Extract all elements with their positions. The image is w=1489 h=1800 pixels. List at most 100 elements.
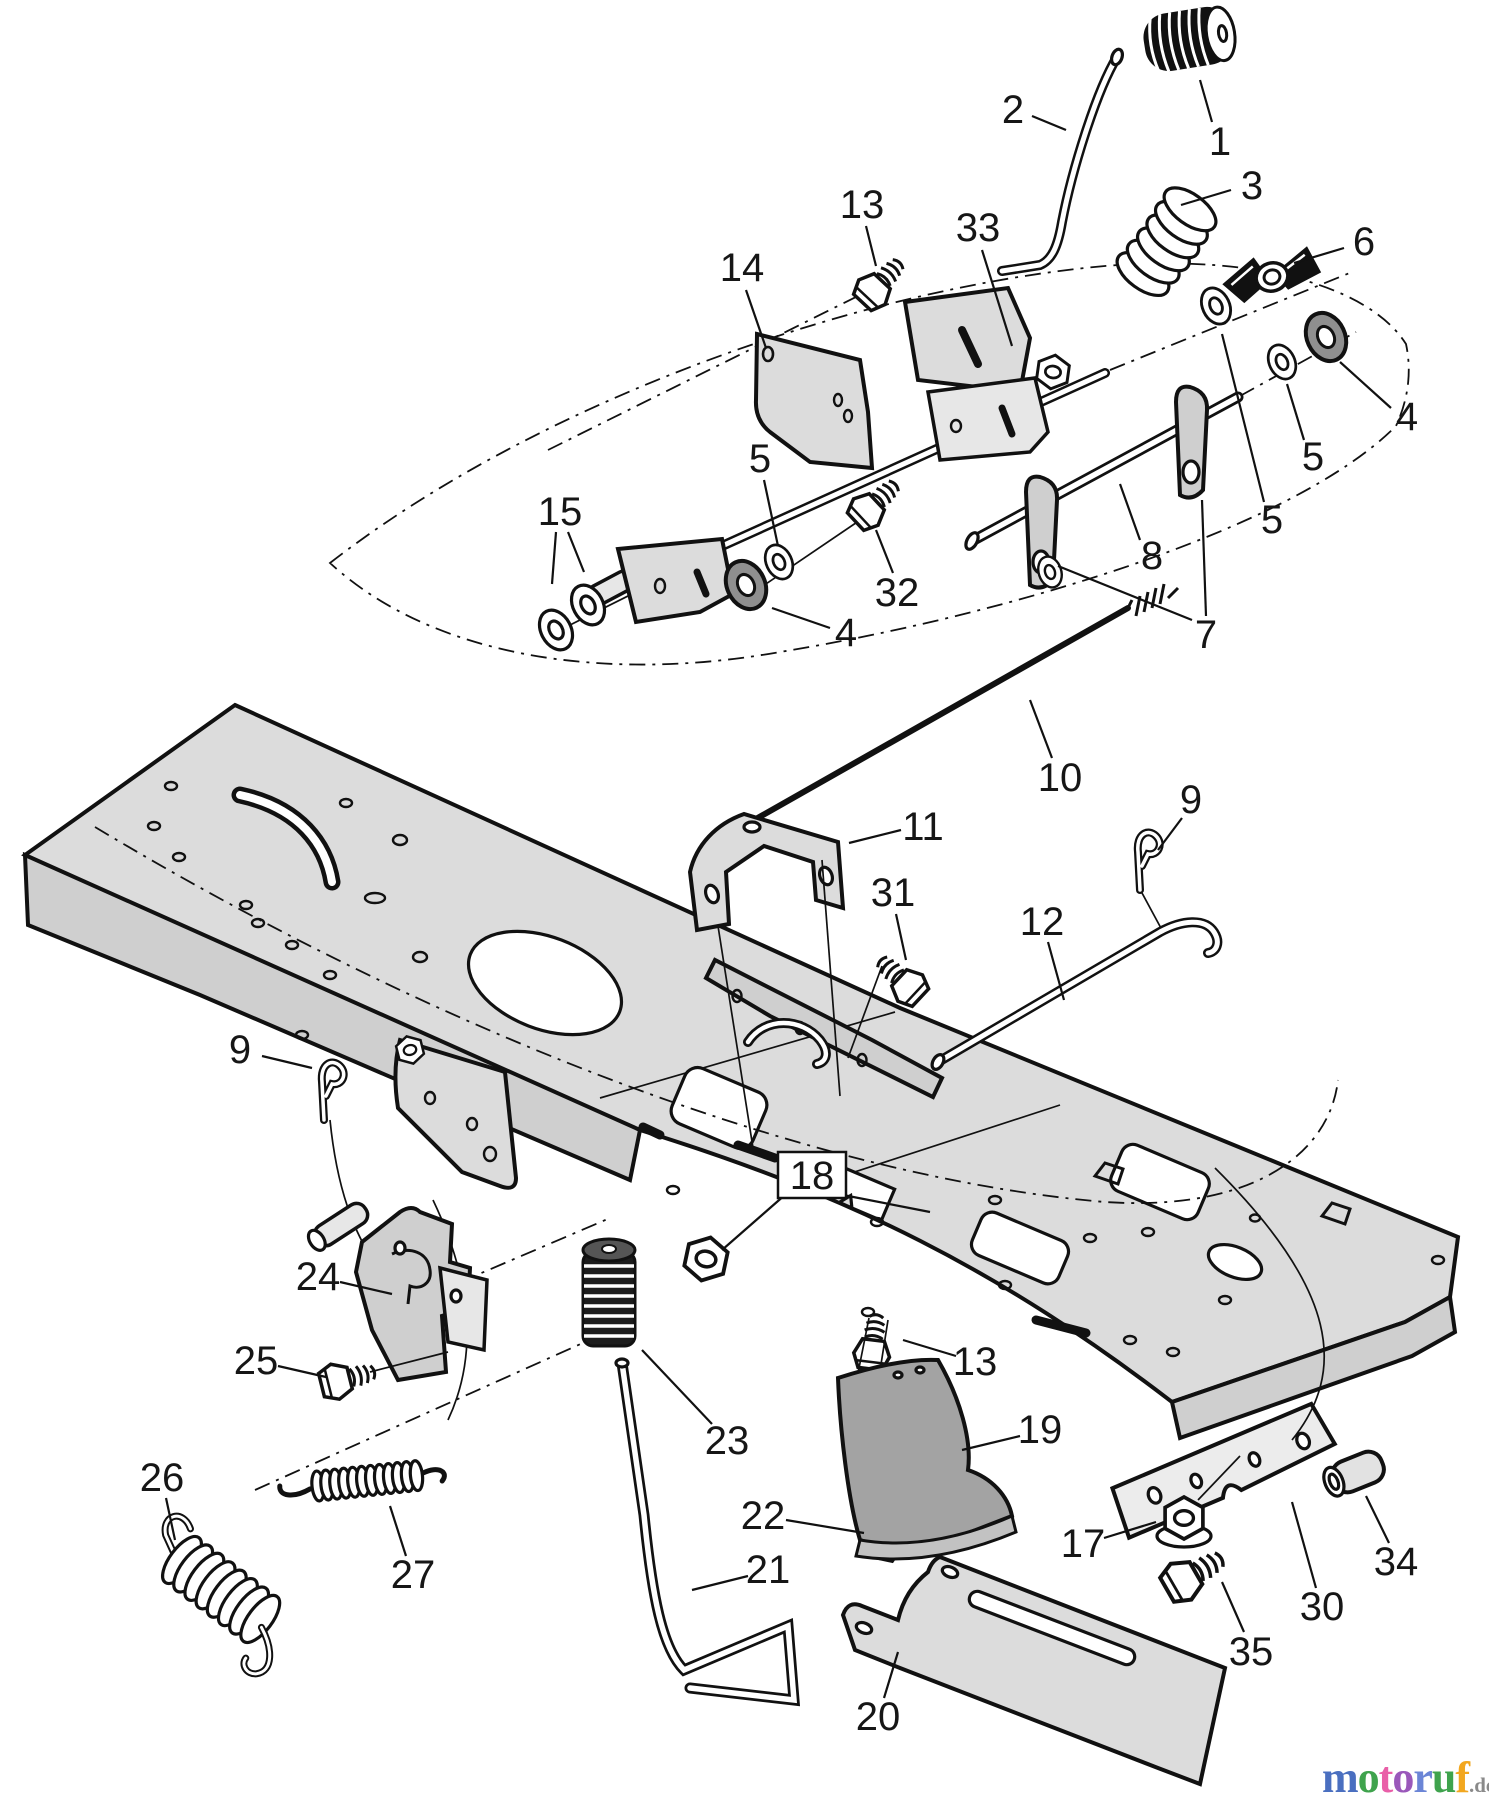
part-callout-22-26: 22 [741,1494,786,1538]
watermark-letter-o: o [1392,1753,1414,1800]
part-callout-26-28: 26 [140,1456,185,1500]
callout-leader-15 [566,531,586,573]
part-callout-15-8: 15 [538,490,583,534]
part-callout-7-15: 7 [1195,613,1217,657]
part-skid-plate-20 [840,1554,1228,1787]
callout-leader-33 [980,249,1014,347]
part-callout-8-14: 8 [1141,534,1163,578]
callout-leader-18 [837,1192,931,1214]
watermark-suffix: .de [1468,1773,1489,1797]
callout-leader-9 [261,1054,313,1070]
watermark-logo: motoruf.de [1322,1752,1489,1800]
watermark-letter-r: r [1413,1753,1433,1800]
callout-leader-17 [1103,1520,1157,1540]
callout-leader-7 [1200,499,1208,617]
part-center-bracket-strip [703,957,945,1100]
callout-leader-3 [1180,188,1232,207]
part-callout-32-10: 32 [875,571,920,615]
part-callout-5-7: 5 [749,437,771,481]
part-callout-23-25: 23 [705,1419,750,1463]
part-callout-27-29: 27 [391,1553,436,1597]
part-callout-4-9: 4 [835,611,857,655]
part-latch-bracket-24 [306,1201,489,1383]
callout-leader-13 [902,1338,957,1358]
watermark-letter-o: o [1357,1753,1380,1800]
part-callout-12-20: 12 [1020,900,1065,944]
part-callout-24-23: 24 [296,1255,341,1299]
part-bushing-34 [1322,1449,1386,1498]
callout-leader-12 [1046,941,1066,1001]
part-compression-spring-23 [581,1237,637,1348]
part-callout-13-30: 13 [953,1340,998,1384]
callout-leader-1 [1198,79,1214,123]
callout-leader-19 [961,1434,1021,1452]
part-callout-9-17: 9 [1180,778,1202,822]
part-callout-5-12: 5 [1302,435,1324,479]
construction-lines-over [94,826,1339,1441]
part-callout-21-27: 21 [746,1548,791,1592]
callout-leader-25 [277,1364,327,1379]
part-lift-shaft-assembly [531,248,1110,658]
callout-leader-10 [1028,699,1054,759]
callout-leader-30 [1290,1501,1318,1589]
callout-leader-5 [1220,333,1266,503]
part-latch-plate-left [393,1032,519,1421]
callout-box-18 [776,1150,848,1200]
part-extension-spring-26 [161,1512,282,1678]
part-callout-34-35: 34 [1374,1540,1419,1584]
part-callout-10-16: 10 [1038,756,1083,800]
part-rod-and-hangers [964,281,1356,590]
part-callout-1-0: 1 [1209,120,1231,164]
callout-leader-34 [1365,1495,1390,1544]
part-bent-rod-21 [614,1357,801,1707]
part-frame-plate [21,702,1461,1441]
callout-leader-35 [1220,1581,1246,1633]
part-callout-4-11: 4 [1396,395,1418,439]
part-spring-3 [1115,186,1218,298]
callout-leader-24 [339,1280,393,1296]
callout-leader-4 [1339,361,1392,409]
callout-leader-14 [744,289,768,349]
part-knob-grip-1 [1143,5,1237,72]
part-spring-27 [277,1459,447,1503]
part-callout-19-31: 19 [1018,1408,1063,1452]
part-callout-18-22: 18 [790,1154,835,1198]
watermark-letter-f: f [1455,1753,1470,1800]
part-callout-30-34: 30 [1300,1585,1345,1629]
watermark-letter-m: m [1322,1753,1359,1800]
part-callout-31-19: 31 [871,871,916,915]
part-lever-rod-2 [997,47,1125,276]
callout-leader-31 [894,913,908,961]
part-flange-nut-17 [1155,1455,1241,1549]
callout-leader-13 [864,225,878,267]
part-callout-3-2: 3 [1241,164,1263,208]
part-u-bracket-11 [687,811,846,933]
callout-leader-15 [550,531,558,585]
watermark-text: motoruf [1322,1753,1470,1800]
part-link-rod-10 [735,552,1180,833]
part-callout-11-18: 11 [902,805,944,849]
callout-leader-11 [848,828,902,845]
part-callout-9-21: 9 [229,1028,251,1072]
part-callout-33-4: 33 [956,206,1001,250]
part-hanger-tab [1173,384,1210,500]
part-hairpin-clip-9-right [1138,833,1162,931]
part-callout-14-6: 14 [720,246,765,290]
part-bolt-35 [1157,1541,1232,1608]
callout-leader-23 [641,1349,713,1425]
callout-leader-18 [721,1193,787,1251]
part-callout-2-1: 2 [1002,88,1024,132]
callout-leader-20 [882,1651,900,1699]
part-pedal-19 [835,1317,1018,1561]
watermark-letter-u: u [1431,1753,1457,1800]
callout-leader-8 [1118,483,1142,541]
callout-leader-5 [762,479,780,547]
callout-leader-7 [1057,564,1193,622]
callout-leader-9 [1157,817,1183,851]
part-bolt-25 [315,1352,381,1405]
part-lift-rod-12 [930,917,1223,1071]
callout-leader-22 [785,1518,865,1535]
